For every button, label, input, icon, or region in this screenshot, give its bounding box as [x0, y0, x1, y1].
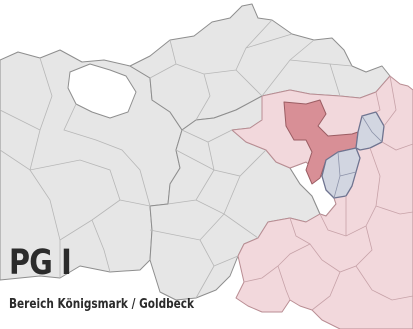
map-subtitle: Bereich Königsmark / Goldbeck: [9, 296, 195, 312]
region-enclave-north: [67, 63, 137, 119]
map-title: PG I: [9, 243, 72, 283]
region-highlight-blue-west[interactable]: [321, 147, 361, 199]
